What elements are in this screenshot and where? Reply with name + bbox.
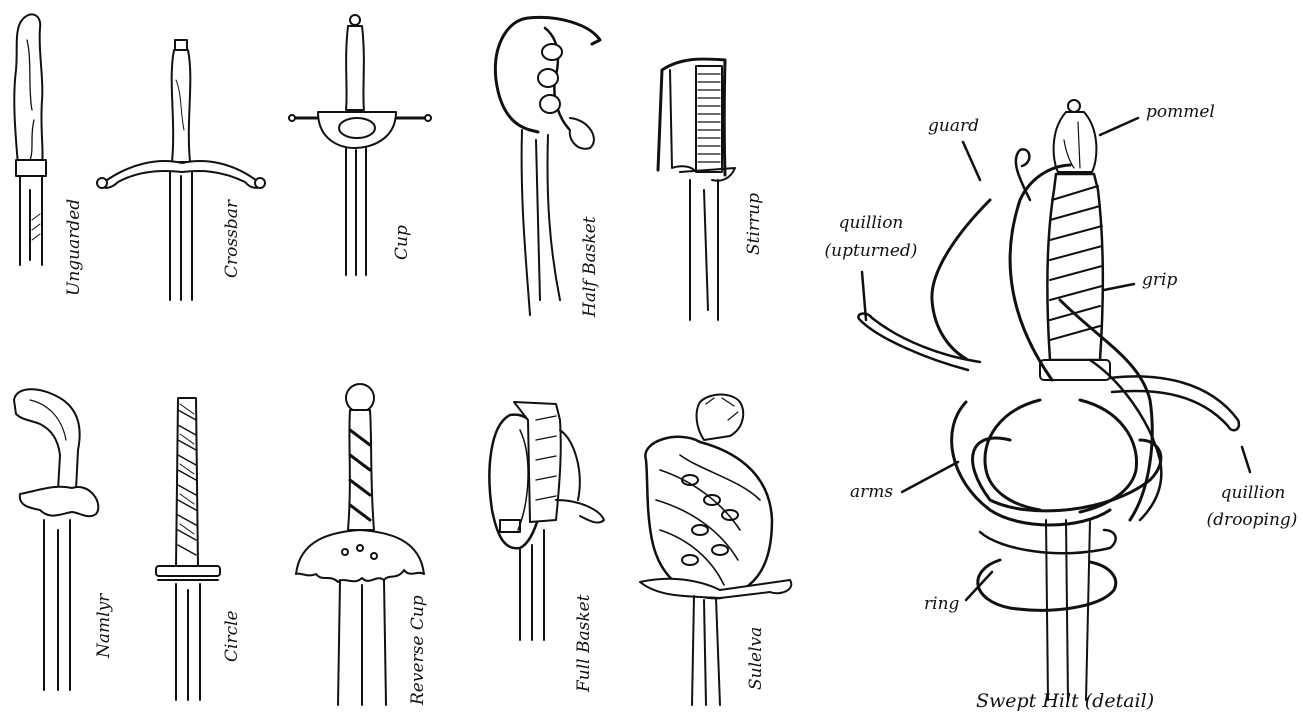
- label-stirrup: Stirrup: [746, 193, 763, 255]
- unguarded-sword-drawing: [14, 14, 46, 265]
- label-crossbar: Crossbar: [224, 200, 241, 278]
- detail-title: Swept Hilt (detail): [976, 692, 1154, 711]
- label-reverse-cup: Reverse Cup: [410, 595, 427, 705]
- swept-hilt-detail-drawing: [858, 100, 1250, 700]
- label-arms: arms: [850, 484, 893, 501]
- label-grip: grip: [1142, 272, 1177, 289]
- stirrup-sword-drawing: [658, 59, 735, 320]
- label-circle: Circle: [224, 610, 241, 662]
- sulelva-sword-drawing: [640, 395, 791, 706]
- label-pommel: pommel: [1146, 104, 1215, 121]
- label-quillion-upturned-1: quillion: [818, 215, 924, 232]
- circle-sword-drawing: [156, 398, 220, 700]
- label-guard: guard: [928, 118, 979, 135]
- label-half-basket: Half Basket: [582, 216, 599, 317]
- namlyr-sword-drawing: [14, 389, 98, 690]
- label-full-basket: Full Basket: [576, 594, 593, 692]
- label-quillion-upturned-2: (upturned): [810, 243, 932, 260]
- label-unguarded: Unguarded: [66, 199, 83, 296]
- label-quillion-drooping-1: quillion: [1208, 485, 1298, 502]
- label-ring: ring: [924, 596, 959, 613]
- label-namlyr: Namlyr: [96, 594, 113, 658]
- label-cup: Cup: [394, 225, 411, 260]
- label-quillion-drooping-2: (drooping): [1200, 512, 1303, 529]
- label-sulelva: Sulelva: [748, 627, 765, 690]
- reverse-cup-sword-drawing: [296, 384, 424, 705]
